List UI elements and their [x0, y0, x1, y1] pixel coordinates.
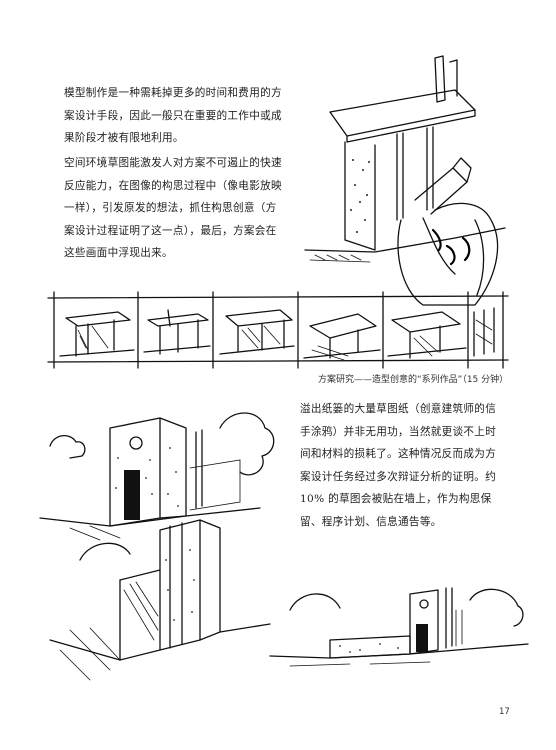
- paragraph-text: 模型制作是一种需耗掉更多的时间和费用的方案设计手段，因此一般只在重要的工作中或成…: [64, 87, 282, 144]
- figure-caption: 方案研究——造型创意的“系列作品”（15 分钟）: [318, 375, 509, 385]
- hand-drawing-sketch: [304, 55, 506, 306]
- paragraph-text: 空间环境草图能激发人对方案不可遏止的快速反应能力，在图像的构思过程中（像电影放映…: [64, 157, 282, 259]
- pavilion-landscape-sketch: [269, 587, 529, 667]
- paragraph-sketch-paper: 溢出纸篓的大量草图纸（创意建筑师的信手涂鸦）并非无用功，当然就更谈不上时间和材料…: [300, 398, 500, 533]
- tower-building-sketch: [39, 412, 275, 541]
- perspective-building-sketch: [49, 519, 271, 681]
- page-number: 17: [499, 707, 510, 717]
- paragraph-model-making: 模型制作是一种需耗掉更多的时间和费用的方案设计手段，因此一般只在重要的工作中或成…: [64, 82, 282, 150]
- paragraph-sketch-ability: 空间环境草图能激发人对方案不可遏止的快速反应能力，在图像的构思过程中（像电影放映…: [64, 152, 282, 265]
- sketch-series-strip: [47, 291, 509, 369]
- paragraph-text: 溢出纸篓的大量草图纸（创意建筑师的信手涂鸦）并非无用功，当然就更谈不上时间和材料…: [300, 403, 497, 528]
